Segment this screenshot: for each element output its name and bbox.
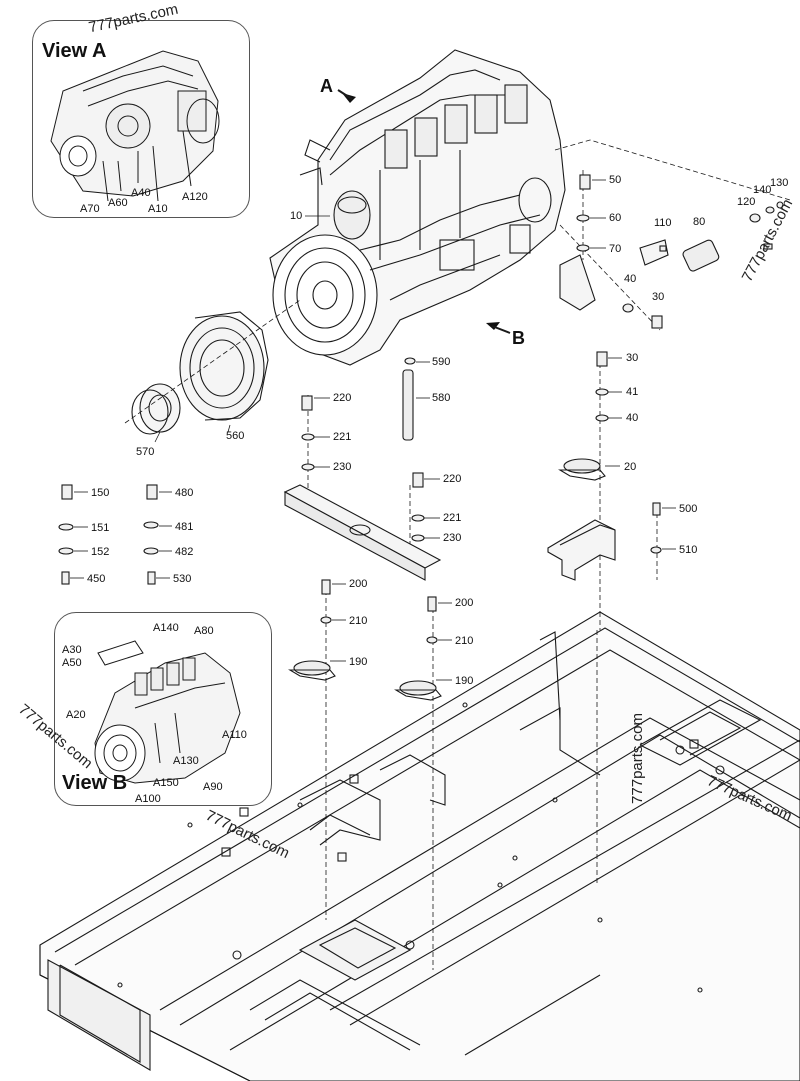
assembly-lines xyxy=(307,139,791,970)
watermark-frame: 777parts.com xyxy=(628,713,646,804)
callout-230-right: 230 xyxy=(443,532,462,544)
callout-480: 480 xyxy=(175,487,194,499)
view-a-label-a120: A120 xyxy=(182,191,208,203)
callout-210-right: 210 xyxy=(455,635,474,647)
callout-560: 560 xyxy=(226,430,245,442)
callout-190-left: 190 xyxy=(349,656,368,668)
coupling-570 xyxy=(131,383,181,435)
view-a-label-a60: A60 xyxy=(108,197,128,209)
view-b-title: View B xyxy=(62,772,128,794)
callout-200-right: 200 xyxy=(455,597,474,609)
view-a-panel xyxy=(32,20,250,218)
callout-210-left: 210 xyxy=(349,615,368,627)
callout-230-left: 230 xyxy=(333,461,352,473)
base-frame xyxy=(39,611,800,1081)
callout-30-lower: 30 xyxy=(626,352,639,364)
callout-130: 130 xyxy=(770,177,789,189)
callout-40-upper: 40 xyxy=(624,273,637,285)
view-a-label-a70: A70 xyxy=(80,203,100,215)
view-a-title: View A xyxy=(42,40,107,62)
view-b-label-a130: A130 xyxy=(173,755,199,767)
mount-190-right xyxy=(394,680,442,701)
callout-190-right: 190 xyxy=(455,675,474,687)
mount-190-left xyxy=(288,660,336,681)
callout-40-lower: 40 xyxy=(626,412,639,424)
flywheel-housing-560 xyxy=(179,311,269,421)
callout-221-left: 221 xyxy=(333,431,352,443)
callout-140: 140 xyxy=(753,184,772,196)
callout-70: 70 xyxy=(609,243,622,255)
mount-20 xyxy=(558,458,606,481)
callout-221-right: 221 xyxy=(443,512,462,524)
callout-530: 530 xyxy=(173,573,192,585)
callout-500: 500 xyxy=(679,503,698,515)
view-b-panel xyxy=(54,612,272,806)
view-b-label-a30: A30 xyxy=(62,644,82,656)
view-b-label-a80: A80 xyxy=(194,625,214,637)
view-b-label-a90: A90 xyxy=(203,781,223,793)
callout-482: 482 xyxy=(175,546,194,558)
callout-590: 590 xyxy=(432,356,451,368)
callout-220-left: 220 xyxy=(333,392,352,404)
view-b-label-a50: A50 xyxy=(62,657,82,669)
callout-481: 481 xyxy=(175,521,194,533)
callout-110: 110 xyxy=(654,217,672,229)
callout-580: 580 xyxy=(432,392,451,404)
callout-150: 150 xyxy=(91,487,110,499)
engine-assembly xyxy=(269,49,566,366)
hardware xyxy=(58,174,784,644)
callout-80: 80 xyxy=(693,216,706,228)
callout-570: 570 xyxy=(136,446,155,458)
callout-450: 450 xyxy=(87,573,106,585)
callout-200-left: 200 xyxy=(349,578,368,590)
view-b-label-a20: A20 xyxy=(66,709,86,721)
callout-50: 50 xyxy=(609,174,622,186)
view-a-label-a10: A10 xyxy=(148,203,168,215)
callout-41: 41 xyxy=(626,386,639,398)
callout-151: 151 xyxy=(91,522,110,534)
view-a-engine-illustration xyxy=(50,50,220,202)
callout-20: 20 xyxy=(624,461,637,473)
view-b-engine-illustration xyxy=(94,640,241,784)
callout-10: 10 xyxy=(290,210,303,222)
leader-lines xyxy=(70,179,676,681)
bracket-right xyxy=(547,519,616,581)
bracket-left xyxy=(283,484,442,581)
view-b-arrow-label: B xyxy=(512,328,525,348)
callout-60: 60 xyxy=(609,212,622,224)
view-a-label-a40: A40 xyxy=(131,187,151,199)
view-b-label-a150: A150 xyxy=(153,777,179,789)
callout-510: 510 xyxy=(679,544,698,556)
callout-152: 152 xyxy=(91,546,110,558)
view-b-label-a100: A100 xyxy=(135,793,161,805)
callout-120: 120 xyxy=(737,196,756,208)
view-b-label-a140: A140 xyxy=(153,622,179,634)
callout-30-upper: 30 xyxy=(652,291,665,303)
view-b-label-a110: A110 xyxy=(222,729,247,741)
view-a-arrow-label: A xyxy=(320,76,333,96)
callout-220-right: 220 xyxy=(443,473,462,485)
